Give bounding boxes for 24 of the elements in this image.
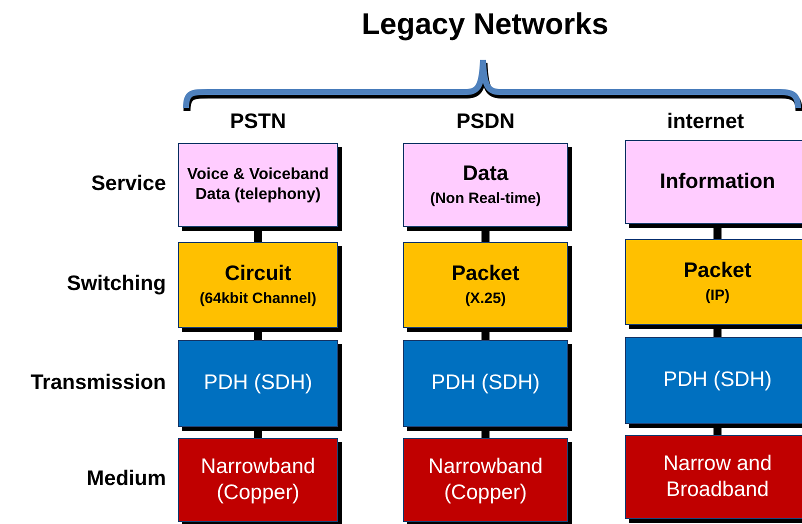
title: Legacy Networks (360, 8, 610, 42)
row-heading: Switching (66, 272, 166, 296)
row-heading: Transmission (30, 370, 166, 394)
box-text: PDH (SDH) (431, 370, 540, 396)
box-subtext: (X.25) (465, 289, 506, 309)
box-subtext: (64kbit Channel) (200, 289, 316, 309)
box-subtext: (IP) (705, 286, 730, 306)
box-text: Packet (684, 258, 752, 284)
box-text: Voice & Voiceband Data (telephony) (186, 165, 330, 205)
row-heading: Medium (86, 467, 166, 491)
column-heading: PSDN (455, 110, 516, 134)
box-text: Data (462, 161, 508, 188)
box-text: Narrowband (Copper) (200, 454, 316, 506)
column-heading: PSTN (228, 110, 287, 134)
row-heading: Service (90, 172, 166, 196)
box-text: Information (660, 168, 776, 195)
box-text: Packet (452, 261, 520, 288)
box-subtext: (Non Real-time) (430, 189, 541, 209)
box-text: PDH (SDH) (204, 370, 312, 396)
box-text: Circuit (224, 261, 292, 288)
box-text: PDH (SDH) (663, 367, 772, 394)
column-heading: internet (666, 110, 745, 134)
box-text: Narrowband (Copper) (427, 454, 544, 506)
box-text: Narrow and Broadband (662, 450, 773, 503)
